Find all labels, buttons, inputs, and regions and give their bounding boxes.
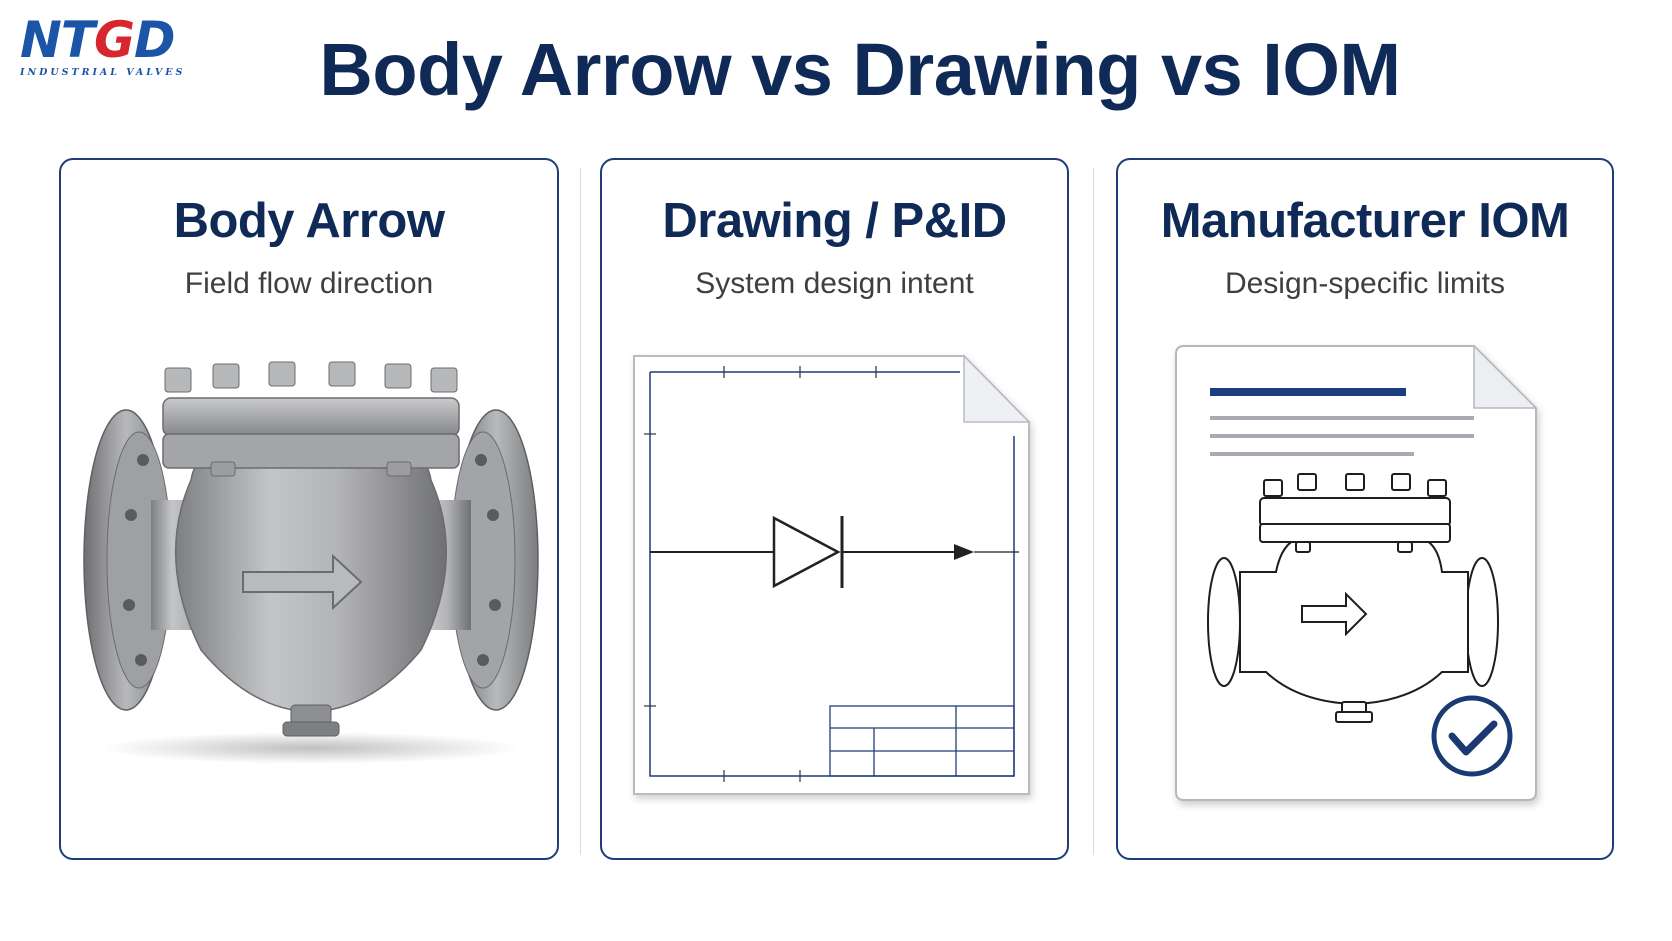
panel-title: Body Arrow bbox=[173, 194, 445, 248]
logo-wordmark: NTGD bbox=[20, 11, 176, 69]
page-title: Body Arrow vs Drawing vs IOM bbox=[319, 28, 1401, 111]
panel-title: Drawing / P&ID bbox=[662, 194, 1007, 248]
panel-drawing-pid: Drawing / P&ID System design intent bbox=[600, 158, 1069, 860]
panel-subtitle: Design-specific limits bbox=[1224, 267, 1506, 300]
panel-title: Manufacturer IOM bbox=[1160, 194, 1570, 248]
checkmark-icon bbox=[1448, 720, 1498, 756]
swing-check-valve-image bbox=[83, 361, 539, 764]
panel-subtitle: Field flow direction bbox=[184, 267, 434, 300]
panel-subtitle: System design intent bbox=[695, 267, 974, 300]
panel-divider bbox=[1093, 168, 1094, 855]
panel-divider bbox=[580, 168, 581, 855]
panel-manufacturer-iom: Manufacturer IOM Design-specific limits bbox=[1116, 158, 1614, 860]
panel-body-arrow: Body Arrow Field flow direction bbox=[59, 158, 559, 860]
brand-logo: NTGD INDUSTRIAL VALVES bbox=[16, 14, 211, 78]
logo-tagline: INDUSTRIAL VALVES bbox=[20, 67, 186, 78]
drawing-sheet-icon bbox=[633, 354, 1031, 795]
manual-document-icon bbox=[1175, 344, 1538, 801]
